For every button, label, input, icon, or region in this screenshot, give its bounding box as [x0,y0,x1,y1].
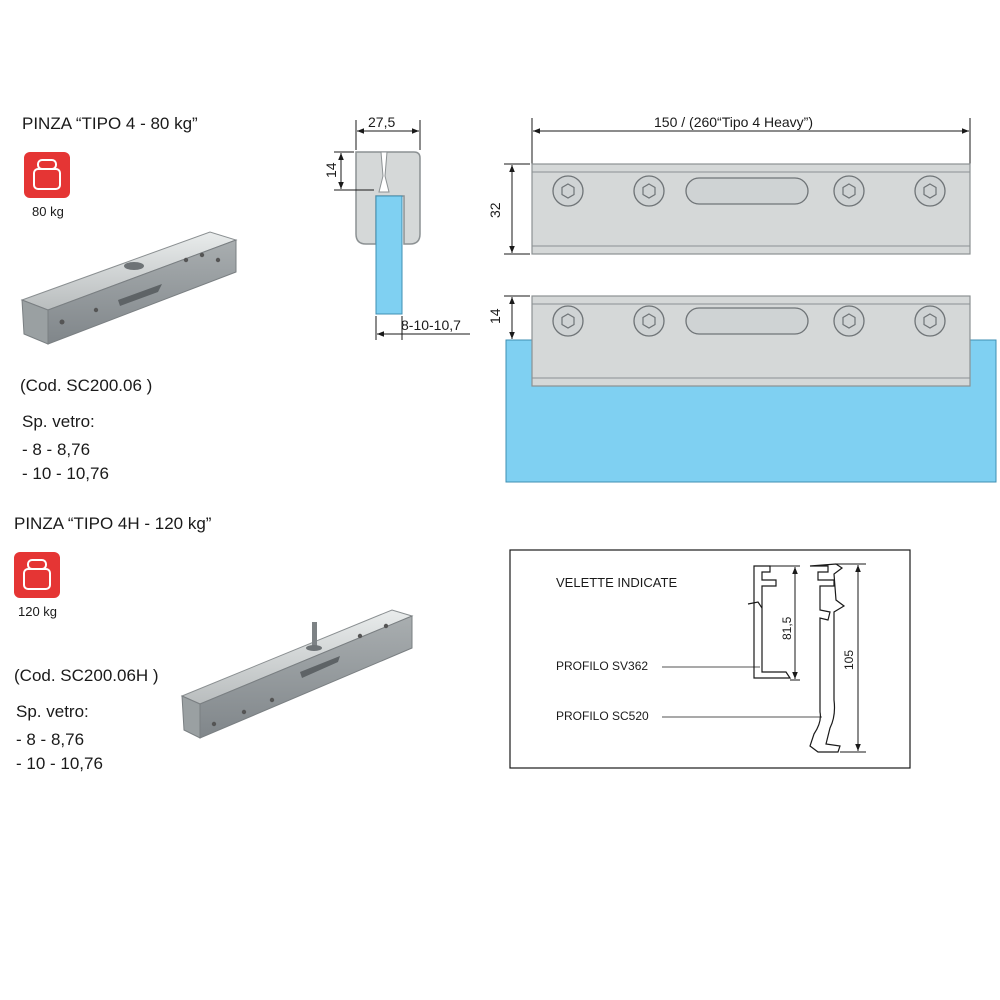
hex-screw-icon [833,175,865,207]
profile-sc-height-label: 105 [842,650,856,670]
clamp1-code: (Cod. SC200.06 ) [20,376,153,395]
profiles-heading: VELETTE INDICATE [556,575,677,590]
weight-icon [23,559,51,590]
clamp2-title: PINZA “TIPO 4H - 120 kg” [14,514,212,533]
slot-hole [685,177,809,205]
clamp1-photo [20,231,238,345]
hex-screw-icon [633,305,665,337]
clamp2-photo [180,609,414,739]
front-view-top: 150 / (260“Tipo 4 Heavy”) 32 [487,114,971,255]
clamp1-title: PINZA “TIPO 4 - 80 kg” [22,114,198,133]
hex-screw-icon [914,305,946,337]
clamp1-glass-option: - 8 - 8,76 [22,440,91,459]
section-width-label: 27,5 [368,114,395,130]
section-glass-label: 8-10-10,7 [401,317,461,333]
clamp2-glass-label: Sp. vetro: [16,702,89,721]
clamp1-glass-option: - 10 - 10,76 [22,464,109,483]
front-height-label: 32 [487,202,503,218]
hex-screw-icon [833,305,865,337]
front-insertion-label: 14 [487,308,503,324]
clamp2-weight: 120 kg [18,604,58,619]
slot-hole [685,307,809,335]
section-depth-label: 14 [323,162,339,178]
hex-screw-icon [552,305,584,337]
clamp2-glass-option: - 8 - 8,76 [16,730,85,749]
clamp1-glass-label: Sp. vetro: [22,412,95,431]
clamp2-glass-option: - 10 - 10,76 [16,754,103,773]
front-view-glass: 14 [487,295,997,483]
section-view: 27,5 14 8-10-10,7 [323,114,470,340]
hex-screw-icon [633,175,665,207]
glass-pane [375,195,403,315]
front-length-label: 150 / (260“Tipo 4 Heavy”) [654,114,813,130]
profile-sv-label: PROFILO SV362 [556,659,648,673]
hex-screw-icon [552,175,584,207]
weight-badge-icon [14,552,60,598]
profile-sv-height-label: 81,5 [780,616,794,640]
weight-badge-icon [24,152,70,198]
clamp2-code: (Cod. SC200.06H ) [14,666,159,685]
profiles-box: VELETTE INDICATE 81,5 PROFILO SV362 105 … [509,549,911,769]
clamp1-weight: 80 kg [32,204,64,219]
profile-sc-label: PROFILO SC520 [556,709,649,723]
hex-screw-icon [914,175,946,207]
weight-icon [33,159,61,190]
